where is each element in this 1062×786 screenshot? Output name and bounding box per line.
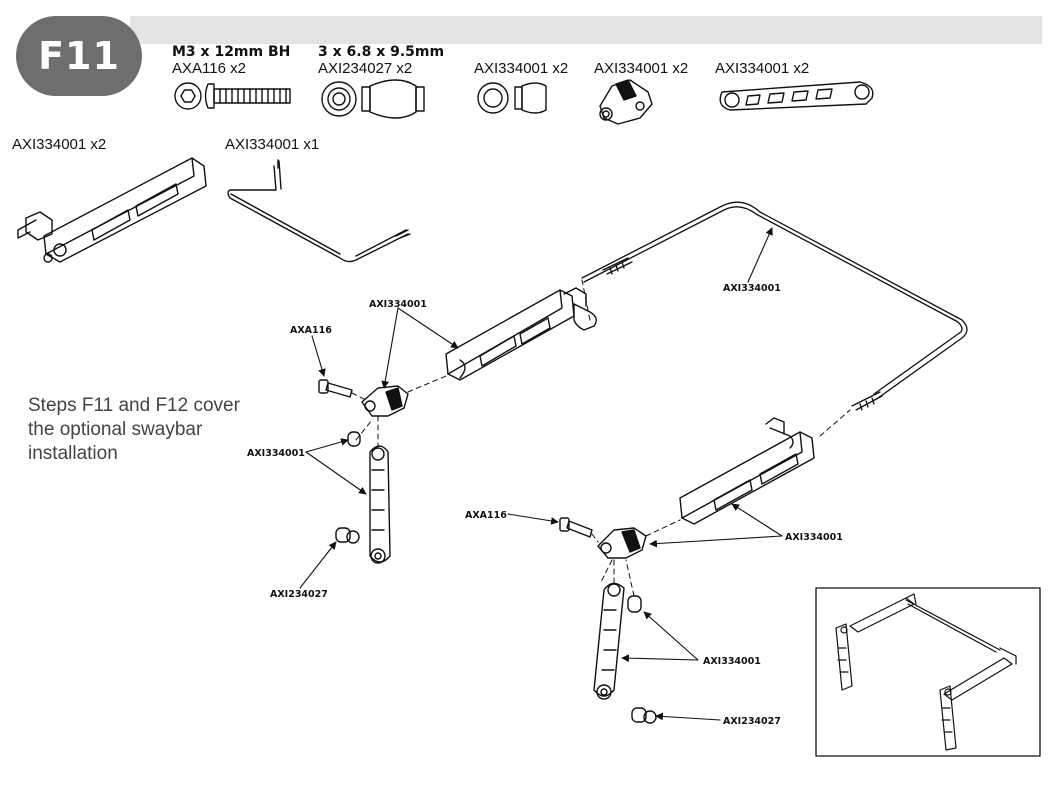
callout-screw-left: AXA116 <box>290 325 332 336</box>
screw-head-icon <box>174 82 202 110</box>
screw-left-icon <box>318 379 353 398</box>
inset-view <box>815 587 1041 757</box>
screw-right-icon <box>559 517 593 538</box>
clamp-left-icon <box>361 385 409 417</box>
screw-side-icon <box>204 83 291 109</box>
inset-assembly <box>835 593 1017 751</box>
link-right-icon <box>593 582 625 700</box>
swaybar-wire <box>581 201 968 411</box>
callout-link-right: AXI334001 <box>703 656 761 667</box>
callout-screw-right: AXA116 <box>465 510 507 521</box>
hardware-link-code: AXI334001 x2 <box>715 60 810 77</box>
callout-swaybar: AXI334001 <box>723 283 781 294</box>
hardware-ball-stud-code: AXI334001 x2 <box>474 60 569 77</box>
hardware-pivot-ball-code: AXI234027 x2 <box>318 60 413 77</box>
pivot-ball-front-icon <box>321 81 357 117</box>
ball-stud-front-icon <box>477 82 509 114</box>
hardware-clamp-code: AXI334001 x2 <box>594 60 689 77</box>
hardware-screw-code: AXA116 x2 <box>172 60 246 77</box>
callout-pivot-left: AXI234027 <box>270 589 328 600</box>
ball-stud-right-icon <box>627 595 642 613</box>
loose-arm-icon <box>17 157 207 263</box>
loose-swaybar-code: AXI334001 x1 <box>225 136 320 153</box>
assembly-guides <box>351 279 851 597</box>
hardware-pivot-ball-title: 3 x 6.8 x 9.5mm <box>318 44 445 60</box>
pivot-ball-right-icon <box>631 707 657 724</box>
ball-stud-side-icon <box>514 82 547 114</box>
ball-stud-left-icon <box>347 431 361 447</box>
callout-link-left: AXI334001 <box>247 448 305 459</box>
callout-arm-right: AXI334001 <box>785 532 843 543</box>
pivot-ball-left-icon <box>335 527 360 544</box>
loose-arm-code: AXI334001 x2 <box>12 136 107 153</box>
clamp-right-icon <box>597 527 647 559</box>
pivot-ball-side-icon <box>361 79 425 119</box>
link-arm-icon <box>719 81 874 111</box>
instruction-note: Steps F11 and F12 cover the optional swa… <box>28 394 240 466</box>
leader-arrows <box>299 227 783 721</box>
upper-arm-left-icon <box>445 287 597 381</box>
header-band <box>130 16 1042 44</box>
note-line-2: the optional swaybar <box>28 419 203 440</box>
callout-upper-arm: AXI334001 <box>369 299 427 310</box>
hardware-screw-title: M3 x 12mm BH <box>172 44 291 60</box>
loose-swaybar-icon <box>227 159 411 263</box>
step-badge <box>16 16 142 96</box>
clamp-block-icon <box>599 79 653 125</box>
note-line-1: Steps F11 and F12 cover <box>28 395 240 416</box>
upper-arm-right-icon <box>679 417 815 525</box>
callout-pivot-right: AXI234027 <box>723 716 781 727</box>
step-number: F11 <box>38 34 120 78</box>
note-line-3: installation <box>28 443 118 464</box>
link-left-icon <box>369 445 391 564</box>
